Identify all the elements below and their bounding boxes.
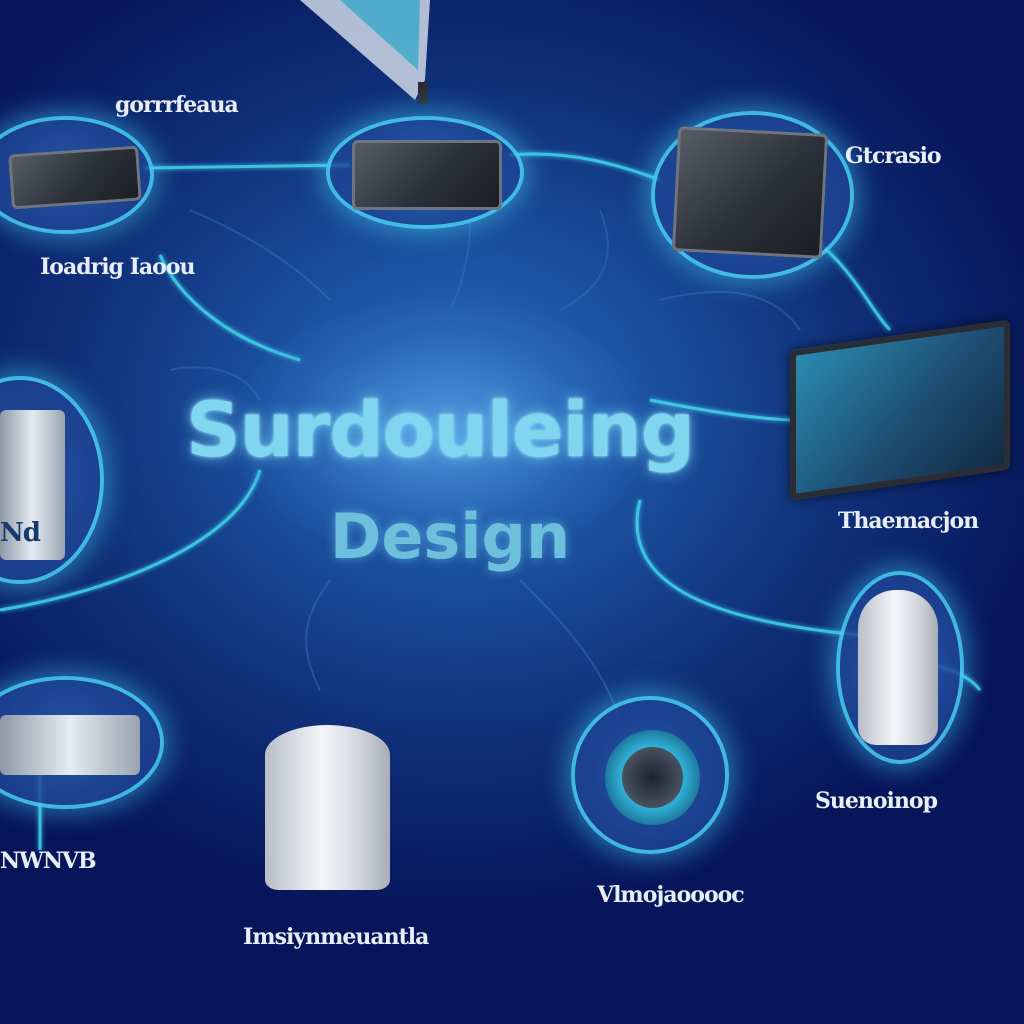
board-device-icon bbox=[0, 715, 140, 775]
node-label-left-upper: Ioadrig Iaoou bbox=[40, 254, 195, 280]
machine-device-icon bbox=[352, 140, 502, 210]
top-pointer-icon bbox=[300, 0, 430, 104]
connector-line bbox=[635, 499, 861, 637]
node-label-bottom-right: Vlmojaooooc bbox=[597, 882, 745, 908]
circuit-device-icon bbox=[671, 126, 829, 259]
node-label-right-lower: Suenoinop bbox=[815, 788, 938, 814]
faint-line bbox=[189, 209, 331, 301]
node-label-right-middle: Thaemacjon bbox=[838, 508, 979, 534]
node-right-lower bbox=[840, 575, 970, 765]
bottle-device-icon bbox=[858, 590, 938, 745]
faint-line bbox=[449, 219, 471, 311]
gauge-device-icon bbox=[0, 410, 65, 560]
connector-line bbox=[509, 152, 661, 182]
node-label-left-middle: Nd bbox=[0, 518, 41, 548]
node-left-middle bbox=[0, 380, 110, 590]
node-top-center bbox=[330, 120, 520, 230]
center-glow bbox=[230, 300, 650, 560]
faint-line bbox=[659, 291, 801, 331]
cup-device-icon bbox=[265, 725, 390, 890]
tablet-screen-icon bbox=[790, 319, 1010, 501]
node-bottom-right bbox=[575, 700, 745, 860]
faint-line bbox=[519, 579, 621, 721]
node-top-left bbox=[0, 120, 160, 230]
gear-device-icon bbox=[605, 730, 700, 825]
node-label-bottom-left: NWNVB bbox=[0, 848, 97, 874]
faint-line bbox=[559, 209, 609, 311]
node-right-middle bbox=[780, 319, 1024, 501]
node-top-right bbox=[655, 115, 855, 275]
connector-line bbox=[144, 163, 351, 170]
connector-line bbox=[649, 398, 801, 422]
node-label-bottom-center: Imsiynmeuantla bbox=[243, 924, 429, 950]
diagram-subtitle: Design bbox=[329, 500, 571, 573]
node-bottom-center bbox=[255, 720, 405, 900]
node-bottom-left bbox=[0, 680, 170, 810]
connector-line bbox=[0, 469, 262, 612]
diagram-title: Surdouleing bbox=[185, 385, 695, 474]
node-label-top-left: gorrrfeaua bbox=[115, 92, 239, 118]
node-label-top-right: Gtcrasio bbox=[845, 143, 942, 169]
faint-line bbox=[305, 579, 331, 691]
camera-device-icon bbox=[8, 145, 142, 210]
